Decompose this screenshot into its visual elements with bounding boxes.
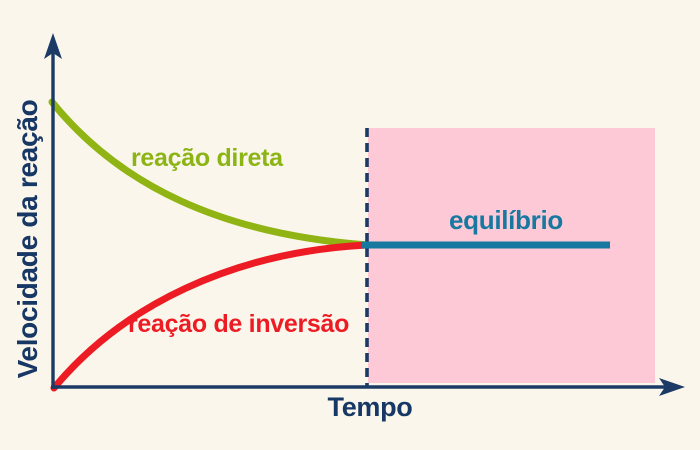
direct-reaction-label: reação direta xyxy=(131,144,283,172)
equilibrium-region xyxy=(368,128,655,383)
direct-reaction-curve xyxy=(48,98,371,249)
y-axis-label: Velocidade da reação xyxy=(12,99,43,379)
y-axis-arrow-icon xyxy=(44,33,62,59)
x-axis-label: Tempo xyxy=(327,392,413,422)
equilibrium-label: equilíbrio xyxy=(449,205,564,235)
inverse-reaction-label: reação de inversão xyxy=(128,310,350,338)
x-axis-arrow-icon xyxy=(659,378,685,396)
inverse-reaction-curve xyxy=(50,241,371,392)
